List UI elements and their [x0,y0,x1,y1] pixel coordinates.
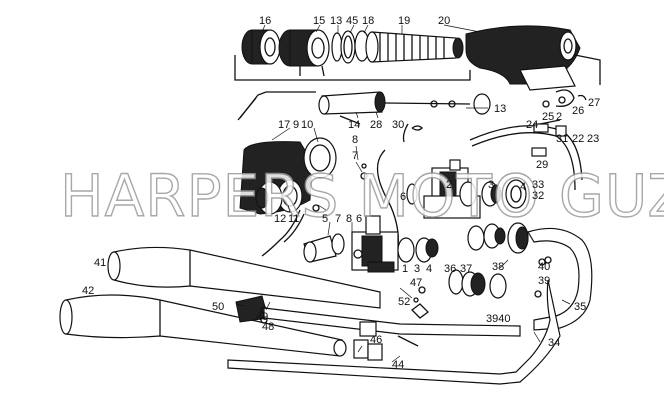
callout-14: 14 [348,119,360,131]
intake-hose [318,91,491,143]
callout-30: 30 [392,119,404,131]
callout-7: 7 [352,150,358,162]
callout-9: 9 [293,119,299,131]
callout-52: 52 [398,296,410,308]
callout-23: 23 [587,133,599,145]
callout-3940: 3940 [486,313,510,325]
callout-44: 44 [392,359,404,371]
callout-46: 46 [370,334,382,346]
callout-25: 25 [542,111,554,123]
callout-24: 24 [526,119,538,131]
callout-38: 38 [492,261,504,273]
callout-16: 16 [259,15,271,27]
callout-50: 50 [212,301,224,313]
callout-37: 37 [460,263,472,275]
exhaust-rings [448,222,552,299]
callout-6b: 6 [356,213,362,225]
callout-20: 20 [438,15,450,27]
callout-18: 18 [362,15,374,27]
callout-4: 4 [520,181,526,193]
callout-29: 29 [536,159,548,171]
callout-1: 1 [402,263,408,275]
exhaust-pipes [227,227,593,385]
watermark-text: HARPERS MOTO GUZZI© [60,162,664,230]
callout-32: 32 [532,190,544,202]
carburettor-left [303,215,439,273]
callout-7b: 7 [335,213,341,225]
callout-45: 45 [346,15,358,27]
callout-8b: 8 [346,213,352,225]
callout-41: 41 [94,257,106,269]
callout-36: 36 [444,263,456,275]
callout-47: 47 [410,277,422,289]
callout-31: 31 [556,133,568,145]
callout-2b: 2 [446,179,452,191]
callout-19: 19 [398,15,410,27]
callout-2: 2 [556,111,562,123]
callout-12: 12 [274,213,286,225]
callout-34: 34 [548,337,560,349]
callout-6: 6 [400,191,406,203]
callout-3b: 3 [414,263,420,275]
callout-35: 35 [574,301,586,313]
callout-28: 28 [370,119,382,131]
callout-labels: 16 15 13 45 18 19 20 13 14 28 30 17 9 10… [82,15,600,371]
air-horn-assembly [237,91,337,257]
callout-42: 42 [82,285,94,297]
callout-26: 26 [572,105,584,117]
callout-48: 48 [262,321,274,333]
callout-22: 22 [572,133,584,145]
callout-10: 10 [301,119,313,131]
air-filter-assembly [234,25,601,91]
leader-lines [235,24,571,363]
callout-11: 11 [288,213,299,225]
callout-4b: 4 [426,263,432,275]
callout-13b: 13 [494,103,506,115]
callout-15: 15 [313,15,325,27]
callout-5: 5 [322,213,328,225]
callout-3: 3 [488,179,494,191]
callout-13: 13 [330,15,342,27]
callout-39: 39 [538,275,550,287]
callout-27: 27 [588,97,600,109]
callout-17: 17 [278,119,290,131]
callout-33: 33 [532,179,544,191]
callout-40: 40 [538,261,550,273]
callout-49: 49 [256,311,268,323]
silencers [59,246,381,357]
callout-8: 8 [352,134,358,146]
carburettor-right [360,159,527,219]
